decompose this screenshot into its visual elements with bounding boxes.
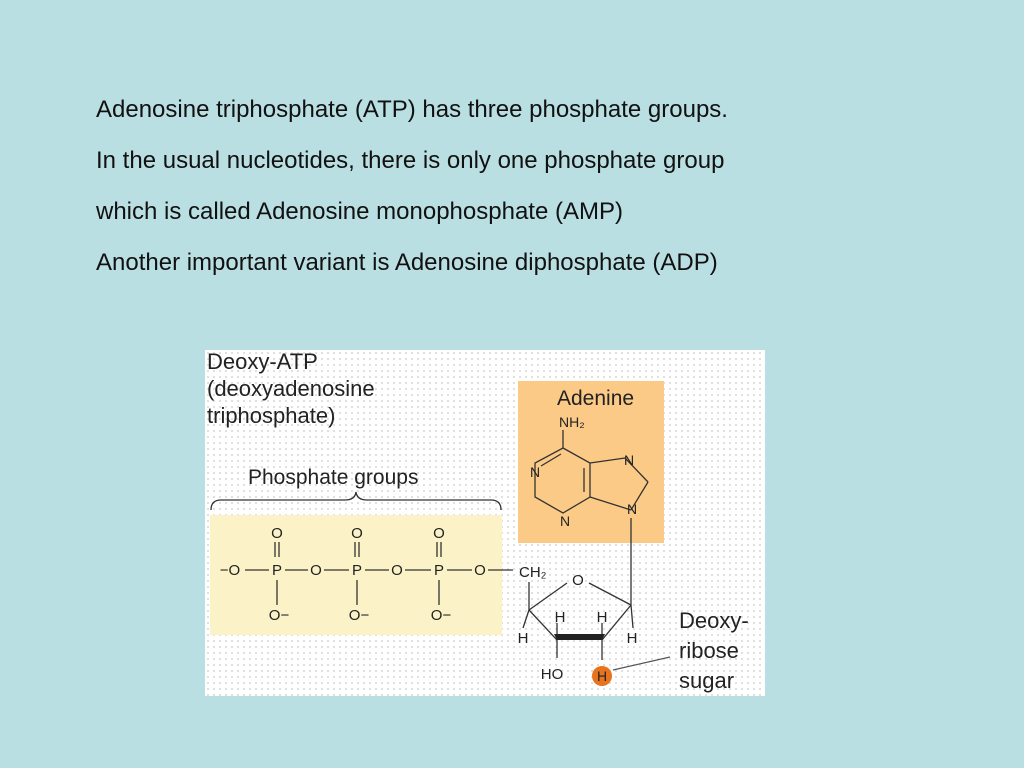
phosphate-region [210, 515, 502, 635]
atom-p-2: P [352, 562, 362, 579]
sugar-leader-line [612, 656, 671, 671]
adenine-n9: N [627, 501, 637, 517]
phosphate-groups-label: Phosphate groups [248, 466, 418, 489]
phosphate-brace [210, 491, 502, 511]
adenine-rings [534, 430, 649, 514]
ring-h-3: H [518, 630, 529, 647]
title-line-3: triphosphate) [207, 403, 335, 428]
adenine-n1: N [530, 464, 540, 480]
ring-ho: HO [541, 666, 564, 683]
atom-o-bridge-3: O [474, 562, 486, 579]
atom-o-minus-2: O− [349, 607, 370, 624]
bullet-line-4: Another important variant is Adenosine d… [96, 249, 718, 276]
ring-h-1: H [555, 609, 566, 626]
highlighted-h-label: H [597, 668, 607, 684]
ring-h-4: H [627, 630, 638, 647]
atom-o-minus-1: O− [269, 607, 290, 624]
slide-text: Adenosine triphosphate (ATP) has three p… [96, 84, 728, 288]
atom-o-bridge-2: O [391, 562, 403, 579]
phosphate-bonds [245, 542, 513, 605]
ch2-label: CH₂ [519, 564, 547, 581]
atom-minus-o-start: −O [220, 562, 240, 579]
title-line-2: (deoxyadenosine [207, 376, 375, 401]
deoxy-atp-diagram: Deoxy-ATP (deoxyadenosine triphosphate) … [205, 350, 765, 696]
sugar-label-line-3: sugar [679, 668, 734, 693]
adenine-atoms: N N N N [530, 452, 637, 529]
atom-p-1: P [272, 562, 282, 579]
atom-o-top-1: O [271, 525, 283, 542]
adenine-region [518, 381, 664, 543]
adenine-n3: N [560, 513, 570, 529]
ring-h-2: H [597, 609, 608, 626]
bullet-line-2: In the usual nucleotides, there is only … [96, 147, 725, 174]
atom-o-minus-3: O− [431, 607, 452, 624]
atom-p-3: P [434, 562, 444, 579]
atom-o-top-3: O [433, 525, 445, 542]
title-line-1: Deoxy-ATP [207, 350, 318, 374]
atom-o-bridge-1: O [310, 562, 322, 579]
nh2-label: NH₂ [559, 414, 585, 430]
molecule-drawing: Deoxy-ATP (deoxyadenosine triphosphate) … [207, 350, 749, 693]
phosphate-chain: O O O −O P O P O P O O− O− O− [220, 525, 486, 624]
ring-bold-edge [554, 634, 605, 640]
highlighted-h-marker [592, 666, 612, 686]
atom-o-top-2: O [351, 525, 363, 542]
ring-atoms: H H H H HO [518, 609, 638, 683]
ring-oxygen: O [572, 572, 584, 589]
adenine-n7: N [624, 452, 634, 468]
bullet-line-1: Adenosine triphosphate (ATP) has three p… [96, 96, 728, 123]
sugar-label-line-2: ribose [679, 638, 739, 663]
sugar-label-line-1: Deoxy- [679, 608, 749, 633]
bullet-line-3: which is called Adenosine monophosphate … [96, 198, 623, 225]
adenine-label: Adenine [557, 387, 634, 410]
